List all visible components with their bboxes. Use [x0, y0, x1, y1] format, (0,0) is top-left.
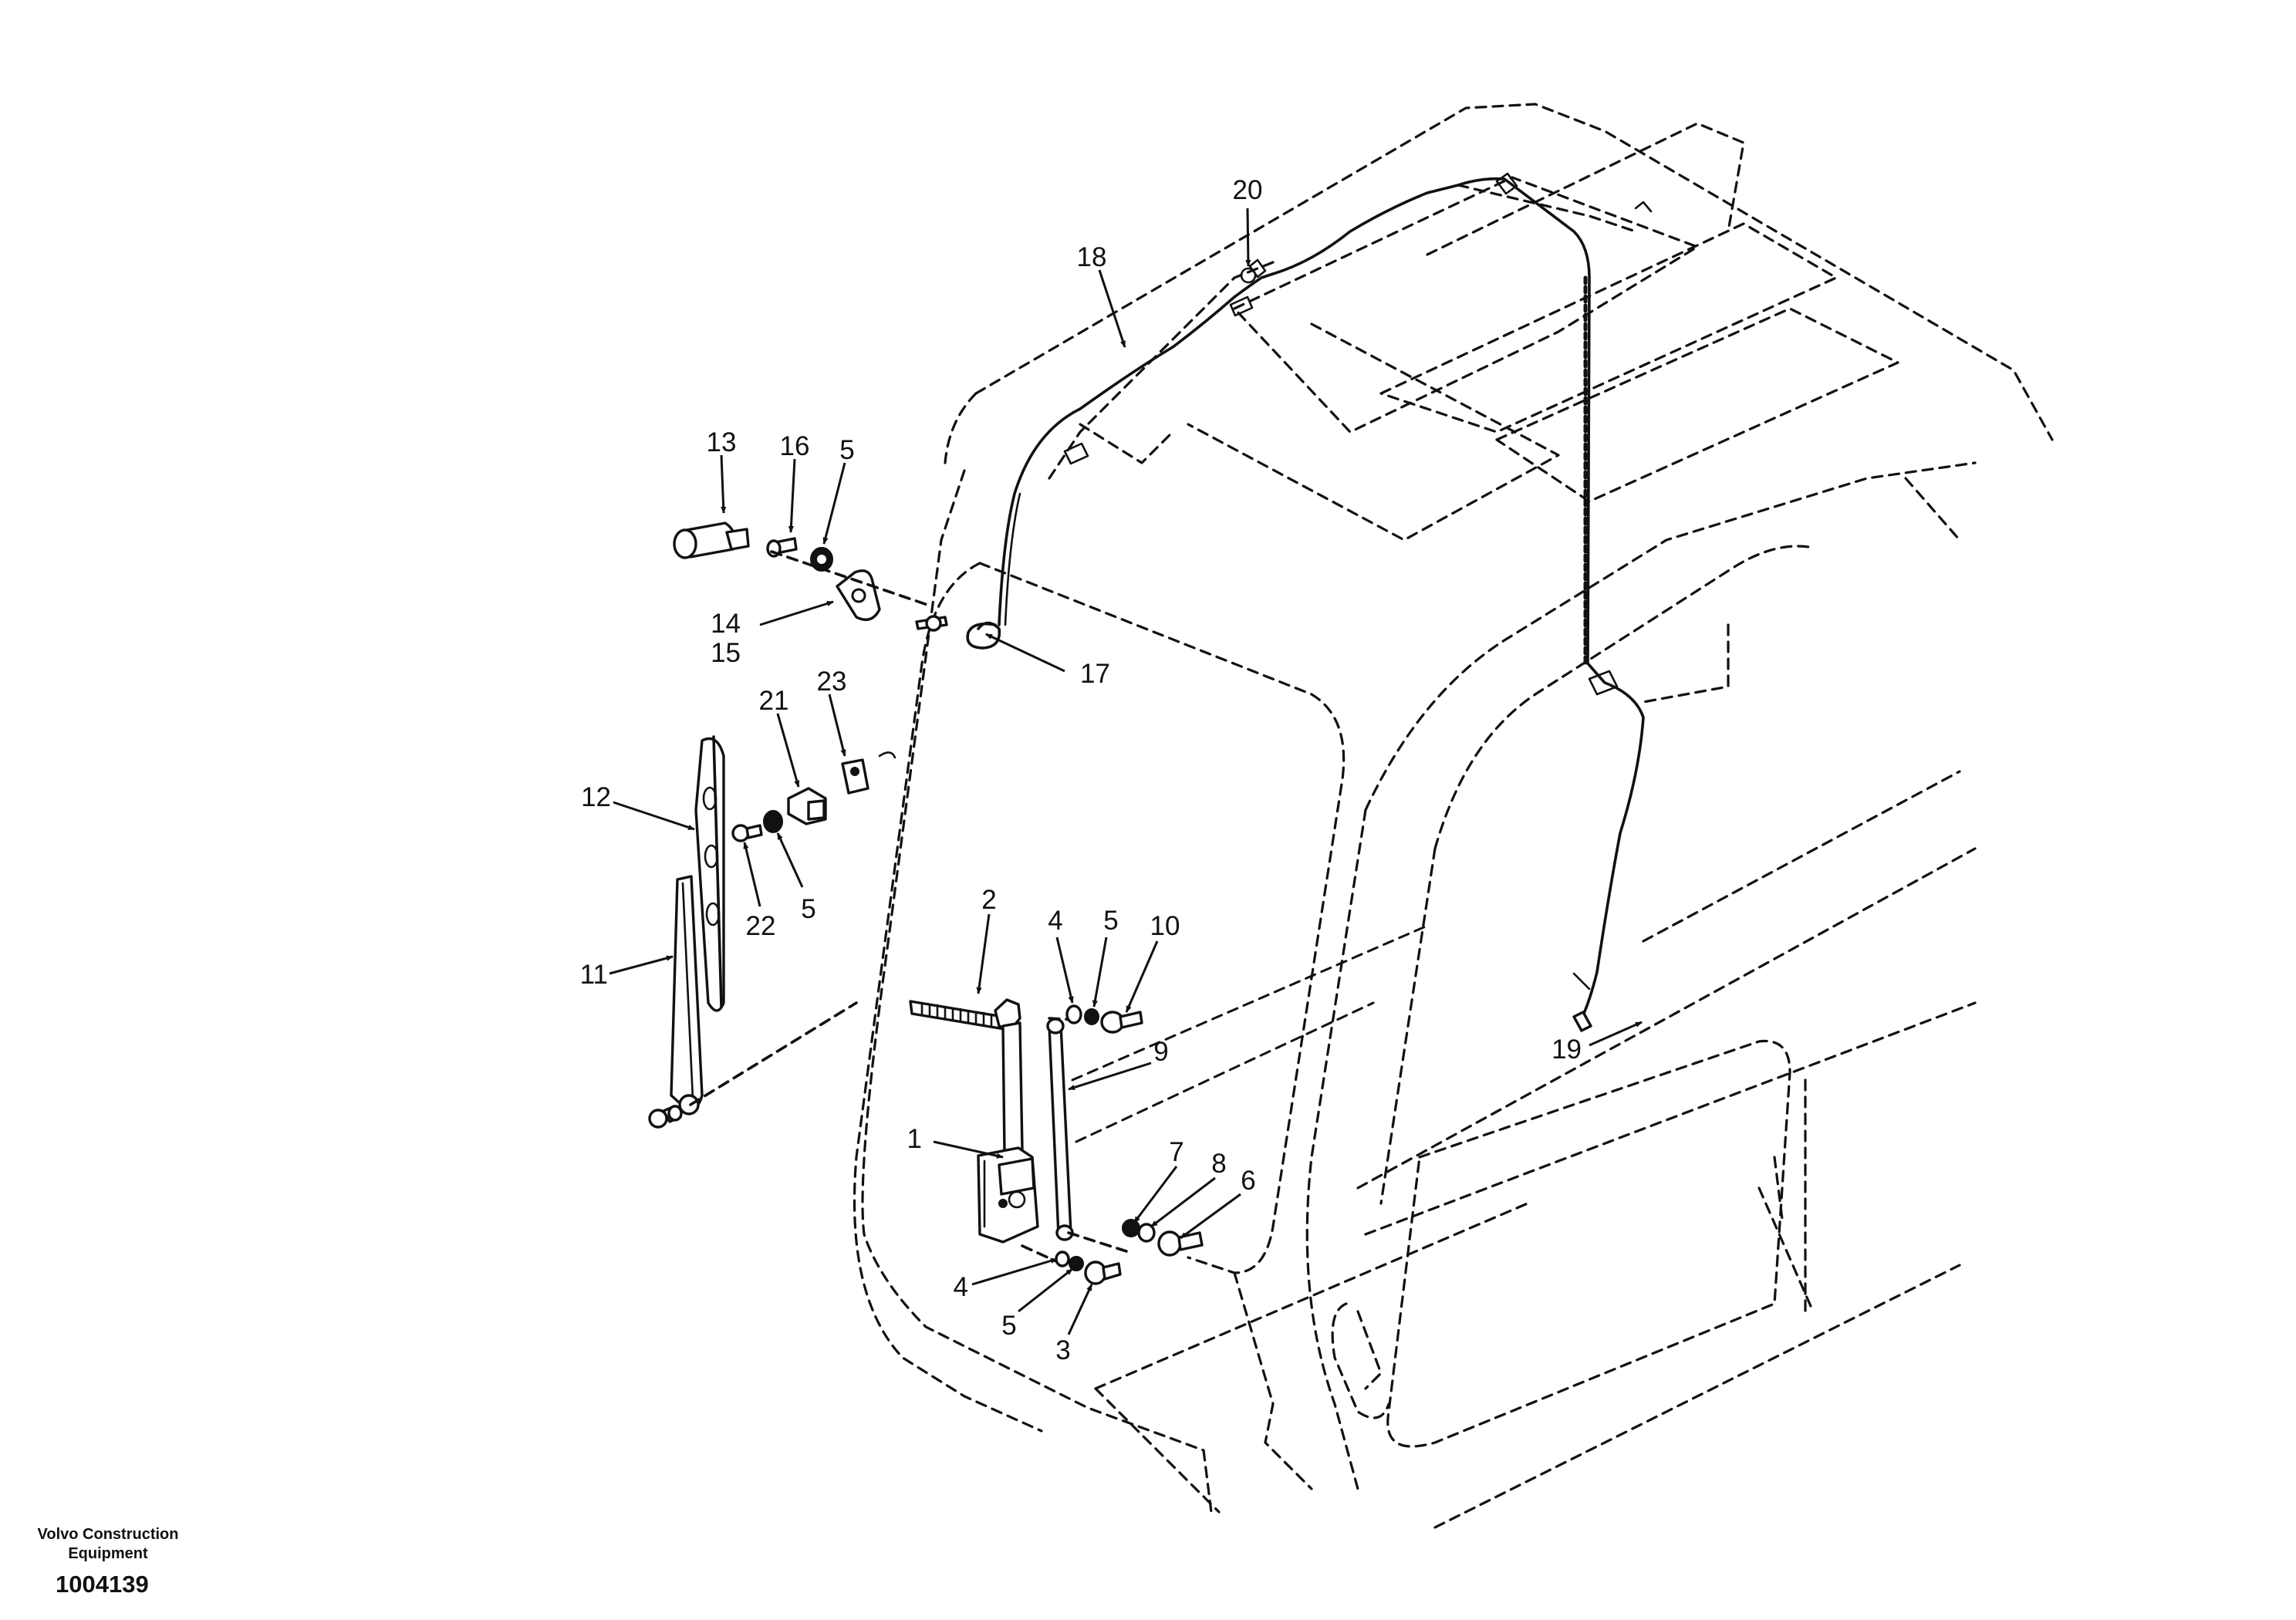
callout-7: 7: [1169, 1137, 1183, 1167]
cab-outline: [853, 103, 2054, 1529]
callout-21: 21: [759, 686, 789, 716]
document-number: 1004139: [56, 1571, 149, 1598]
callout-1: 1: [907, 1124, 922, 1154]
bolt-part-22: [731, 824, 763, 842]
callout-8: 8: [1211, 1149, 1226, 1179]
nut-part-5-top: [810, 547, 833, 572]
screw-part-16: [766, 537, 798, 558]
callout-2: 2: [981, 885, 996, 915]
clip-part-23: [841, 758, 869, 795]
wiper-arm-part-11: [648, 875, 704, 1129]
washer-hose: [966, 172, 1653, 1020]
hardware-part-6-8: [1122, 1219, 1204, 1257]
callout-4-top: 4: [1048, 906, 1062, 936]
callout-5-mid: 5: [801, 894, 815, 924]
callout-23: 23: [817, 667, 847, 697]
callout-9: 9: [1153, 1037, 1168, 1067]
washer-jet-part-13: [673, 521, 750, 559]
callout-18: 18: [1077, 242, 1107, 272]
callout-5-bottom: 5: [1001, 1311, 1016, 1341]
callout-20: 20: [1233, 175, 1263, 205]
callout-11: 11: [580, 960, 608, 990]
callout-12: 12: [581, 782, 611, 812]
linkage-rod-part-9: [1046, 1018, 1074, 1241]
mount-plate-part-14: [836, 569, 881, 621]
callout-5-top: 5: [839, 435, 854, 465]
hardware-part-4-10: [1065, 1004, 1143, 1034]
callout-22: 22: [746, 911, 776, 941]
washer-part-5-mid: [763, 810, 783, 833]
callout-labels: 13 16 5 14 15 17 18 20 23 21 12 22 5 11 …: [580, 175, 1582, 1365]
hardware-part-3-4: [1055, 1250, 1122, 1285]
brand-label: Volvo Construction Equipment: [37, 1526, 179, 1562]
callout-10: 10: [1150, 911, 1180, 941]
leader-lines: [609, 208, 1643, 1335]
callout-16: 16: [780, 431, 810, 461]
callout-14: 14: [711, 609, 741, 639]
wiper-motor-part-2: [909, 998, 1021, 1031]
callout-3: 3: [1055, 1335, 1070, 1365]
callout-4-bottom: 4: [954, 1272, 968, 1302]
callout-15: 15: [711, 638, 741, 668]
pin-near-17: [915, 615, 948, 632]
callout-6: 6: [1241, 1166, 1255, 1196]
callout-5-right: 5: [1103, 906, 1118, 936]
hose-fitting-part-19: [1572, 1011, 1592, 1032]
wiper-blade-part-12: [694, 735, 725, 1012]
callout-19: 19: [1551, 1034, 1582, 1065]
wiper-motor-part-1: [977, 1021, 1039, 1244]
callout-13: 13: [707, 427, 737, 457]
callout-17: 17: [1080, 659, 1110, 689]
bracket-part-21: [787, 787, 827, 825]
